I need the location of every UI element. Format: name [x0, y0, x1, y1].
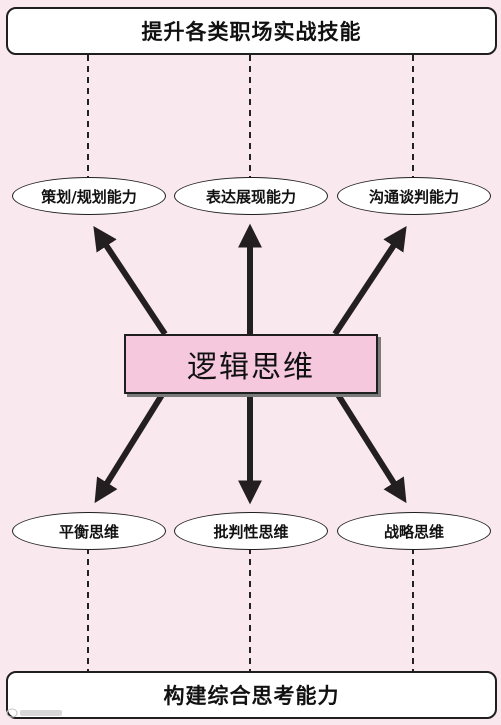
- arrow-to-negotiation: [332, 226, 407, 336]
- watermark-logo: [6, 707, 66, 722]
- center-logical-thinking: 逻辑思维: [124, 334, 378, 394]
- top-goal-bar: 提升各类职场实战技能: [6, 7, 497, 55]
- oval-negotiation-ability: 沟通谈判能力: [337, 177, 491, 215]
- bottom-goal-bar: 构建综合思考能力: [6, 671, 497, 719]
- oval-expression-ability: 表达展现能力: [174, 177, 328, 215]
- arrow-to-balance: [94, 388, 168, 504]
- arrow-to-planning: [93, 226, 168, 336]
- arrow-to-strategy: [332, 388, 407, 504]
- oval-critical-thinking: 批判性思维: [174, 512, 328, 550]
- oval-planning-ability: 策划/规划能力: [12, 177, 166, 215]
- oval-strategic-thinking: 战略思维: [337, 512, 491, 550]
- oval-balanced-thinking: 平衡思维: [12, 512, 166, 550]
